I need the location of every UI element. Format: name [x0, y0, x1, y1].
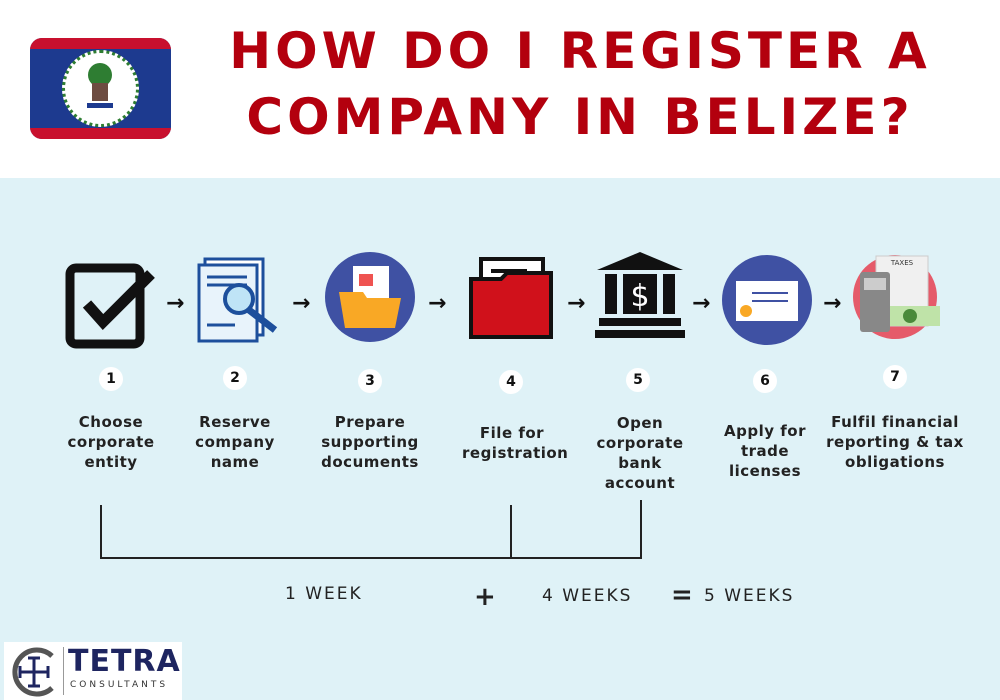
document-search-icon [197, 257, 278, 343]
arrow-right-icon: → [567, 291, 586, 316]
bracket-line [100, 557, 642, 559]
svg-text:$: $ [630, 279, 649, 314]
duration-total: 5 WEEKS [704, 586, 795, 606]
step-label: Reserve company name [195, 413, 275, 471]
page-title: HOW DO I REGISTER A COMPANY IN BELIZE? [229, 22, 931, 146]
step-label: Choose corporate entity [67, 413, 155, 471]
step-number: 7 [883, 365, 907, 389]
step-number: 3 [358, 369, 382, 393]
header: HOW DO I REGISTER A COMPANY IN BELIZE? [0, 0, 1000, 178]
step-label: File for registration [462, 424, 569, 462]
bracket-line [100, 505, 102, 559]
arrow-right-icon: → [166, 291, 185, 316]
bank-icon: $ [595, 252, 685, 338]
taxes-calculator-icon: TAXES [853, 255, 940, 339]
logo-name: TETRA [68, 644, 181, 679]
duration-first: 1 WEEK [285, 584, 363, 604]
step-number: 4 [499, 370, 523, 394]
arrow-right-icon: → [692, 291, 711, 316]
bracket-line [510, 505, 512, 559]
arrow-right-icon: → [292, 291, 311, 316]
tetra-logo: TETRA CONSULTANTS [4, 642, 182, 700]
certificate-icon [722, 255, 812, 345]
arrow-right-icon: → [428, 291, 447, 316]
checkbox-icon [65, 263, 155, 349]
tetra-logo-icon [12, 647, 54, 697]
step-label: Open corporate bank account [596, 414, 684, 492]
svg-text:TAXES: TAXES [890, 259, 914, 267]
step-label: Prepare supporting documents [321, 413, 419, 471]
folder-documents-icon [325, 252, 415, 342]
step-number: 1 [99, 367, 123, 391]
belize-flag-icon [30, 38, 171, 139]
duration-second: 4 WEEKS [542, 586, 633, 606]
logo-subtitle: CONSULTANTS [70, 680, 169, 690]
arrow-right-icon: → [823, 291, 842, 316]
red-folder-icon [469, 257, 553, 339]
step-number: 2 [223, 366, 247, 390]
step-number: 5 [626, 368, 650, 392]
step-label: Fulfil financial reporting & tax obligat… [826, 413, 964, 471]
step-number: 6 [753, 369, 777, 393]
step-label: Apply for trade licenses [724, 422, 806, 480]
equals-sign: = [671, 580, 695, 610]
bracket-line [640, 500, 642, 559]
plus-sign: + [474, 582, 498, 612]
